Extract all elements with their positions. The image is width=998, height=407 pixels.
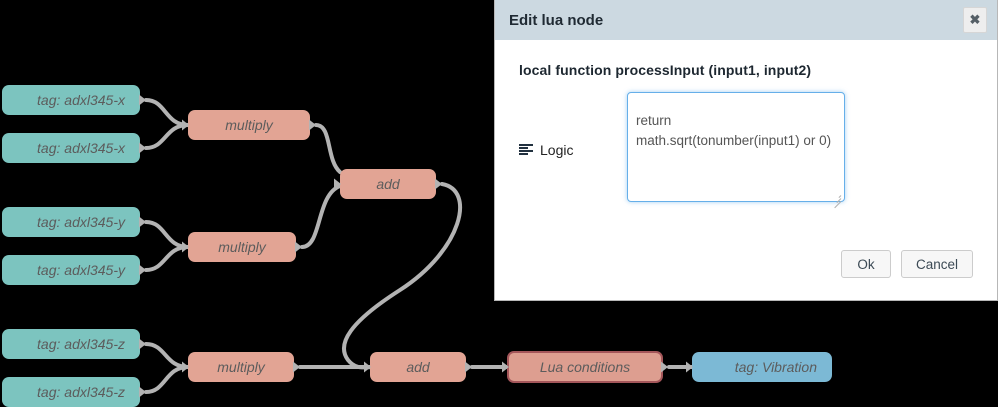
cancel-button[interactable]: Cancel — [900, 250, 973, 278]
port-out-icon[interactable] — [661, 361, 668, 373]
logic-field-row: Logic — [519, 92, 973, 209]
flow-node-label: tag: adxl345-y — [37, 214, 125, 230]
wire-addtop-addbot — [342, 182, 463, 370]
logic-lines-icon — [519, 143, 533, 156]
flow-node-label: multiply — [217, 359, 265, 375]
wire-tagz2-multiply — [144, 365, 190, 394]
dialog-body: local function processInput (input1, inp… — [495, 40, 997, 209]
wire-tagz1-multiply — [144, 342, 190, 369]
port-in-icon[interactable] — [686, 361, 693, 373]
port-out-icon[interactable] — [139, 264, 146, 276]
flow-node-label: tag: Vibration — [734, 359, 817, 375]
flow-node-add-top[interactable]: add — [334, 169, 442, 199]
port-out-icon[interactable] — [139, 94, 146, 106]
flow-node-lua-cond[interactable]: Lua conditions — [502, 351, 668, 383]
port-in-icon[interactable] — [334, 178, 341, 190]
flow-node-label: multiply — [225, 117, 273, 133]
port-in-icon[interactable] — [182, 241, 189, 253]
port-in-icon[interactable] — [502, 361, 509, 373]
logic-textarea-wrap — [627, 92, 845, 209]
wire-multiplyx-add — [314, 123, 342, 174]
port-out-icon[interactable] — [295, 241, 302, 253]
flow-node-label: tag: adxl345-z — [37, 384, 125, 400]
flow-node-label: tag: adxl345-x — [37, 140, 125, 156]
port-in-icon[interactable] — [364, 361, 371, 373]
dialog-footer: Ok Cancel — [495, 250, 997, 300]
flow-node-tag-y-1[interactable]: tag: adxl345-y — [2, 207, 146, 237]
port-out-icon[interactable] — [465, 361, 472, 373]
flow-node-mul-z[interactable]: multiply — [182, 352, 300, 382]
wire-tagy2-multiply — [144, 245, 190, 272]
wire-tagy1-multiply — [144, 220, 190, 249]
flow-node-label: add — [406, 359, 430, 375]
ok-button[interactable]: Ok — [840, 250, 891, 278]
logic-input[interactable] — [627, 92, 845, 202]
flow-node-tag-z-2[interactable]: tag: adxl345-z — [2, 377, 146, 407]
logic-label-group: Logic — [519, 142, 627, 158]
flow-node-label: multiply — [218, 239, 266, 255]
logic-label: Logic — [540, 141, 574, 158]
port-out-icon[interactable] — [309, 119, 316, 131]
flow-node-tag-z-1[interactable]: tag: adxl345-z — [2, 329, 146, 359]
flow-node-label: Lua conditions — [539, 359, 631, 375]
flow-node-label: tag: adxl345-z — [37, 336, 125, 352]
flow-node-tag-x-1[interactable]: tag: adxl345-x — [2, 85, 146, 115]
flow-node-label: add — [376, 176, 400, 192]
port-out-icon[interactable] — [435, 178, 442, 190]
flow-node-tag-vib[interactable]: tag: Vibration — [686, 352, 832, 382]
flow-node-label: tag: adxl345-x — [37, 92, 125, 108]
wire-tagx2-multiply — [144, 123, 190, 150]
flow-node-label: tag: adxl345-y — [37, 262, 125, 278]
dialog-header[interactable]: Edit lua node ✖ — [495, 0, 997, 40]
port-out-icon[interactable] — [139, 338, 146, 350]
port-out-icon[interactable] — [293, 361, 300, 373]
port-out-icon[interactable] — [139, 142, 146, 154]
close-icon[interactable]: ✖ — [963, 7, 987, 33]
flow-node-mul-y[interactable]: multiply — [182, 232, 302, 262]
port-in-icon[interactable] — [182, 119, 189, 131]
port-out-icon[interactable] — [139, 386, 146, 398]
function-signature-label: local function processInput (input1, inp… — [519, 62, 812, 78]
wire-tagx1-multiply — [144, 98, 190, 127]
wire-multiplyy-add — [300, 184, 342, 249]
flow-node-tag-x-2[interactable]: tag: adxl345-x — [2, 133, 146, 163]
port-in-icon[interactable] — [182, 361, 189, 373]
flow-node-add-bot[interactable]: add — [364, 352, 472, 382]
edit-lua-node-dialog: Edit lua node ✖ local function processIn… — [494, 0, 998, 301]
dialog-title: Edit lua node — [509, 11, 604, 29]
port-out-icon[interactable] — [139, 216, 146, 228]
flow-node-mul-x[interactable]: multiply — [182, 110, 316, 140]
flow-node-tag-y-2[interactable]: tag: adxl345-y — [2, 255, 146, 285]
